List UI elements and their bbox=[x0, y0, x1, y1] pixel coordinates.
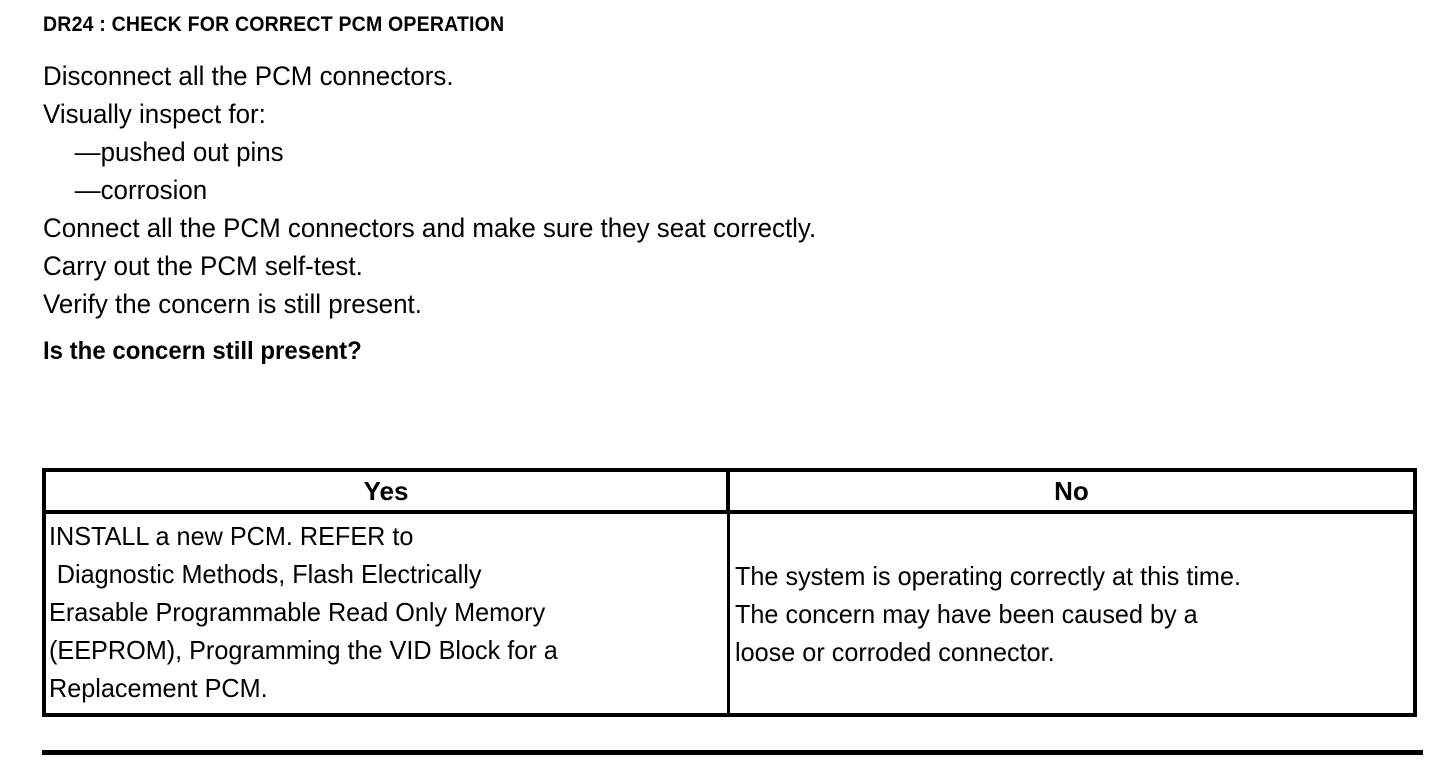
cell-no-action: The system is operating correctly at thi… bbox=[728, 512, 1415, 715]
step-line-bullet: —pushed out pins bbox=[74, 137, 284, 167]
table-header-row: Yes No bbox=[44, 470, 1415, 514]
cell-yes-action: INSTALL a new PCM. REFER to Diagnostic M… bbox=[44, 512, 730, 715]
step-line: Verify the concern is still present. bbox=[43, 289, 422, 319]
cell-text-line: loose or corroded connector. bbox=[734, 636, 1055, 667]
cell-text-line: Diagnostic Methods, Flash Electrically bbox=[56, 559, 482, 589]
step-line: Visually inspect for: bbox=[43, 99, 266, 129]
cell-text-line: Replacement PCM. bbox=[49, 673, 268, 703]
column-header-no: No bbox=[728, 470, 1415, 514]
cell-text-line: (EEPROM), Programming the VID Block for … bbox=[49, 635, 558, 665]
table-row: INSTALL a new PCM. REFER to Diagnostic M… bbox=[44, 512, 1415, 715]
step-line: Carry out the PCM self-test. bbox=[43, 251, 363, 281]
column-header-yes: Yes bbox=[44, 470, 730, 514]
decision-table: Yes No INSTALL a new PCM. REFER to Diagn… bbox=[42, 468, 1417, 717]
footer-divider bbox=[42, 750, 1423, 755]
page-title: DR24 : CHECK FOR CORRECT PCM OPERATION bbox=[43, 13, 505, 36]
decision-question: Is the concern still present? bbox=[43, 337, 362, 365]
cell-text-line: INSTALL a new PCM. REFER to bbox=[49, 521, 414, 551]
step-line: Disconnect all the PCM connectors. bbox=[43, 61, 454, 91]
procedure-steps: Disconnect all the PCM connectors. Visua… bbox=[43, 57, 1413, 370]
step-line-bullet: —corrosion bbox=[74, 175, 208, 205]
cell-text-line: The system is operating correctly at thi… bbox=[734, 560, 1241, 591]
cell-text-line: The concern may have been caused by a bbox=[734, 598, 1198, 629]
cell-text-line: Erasable Programmable Read Only Memory bbox=[49, 597, 546, 627]
step-line: Connect all the PCM connectors and make … bbox=[43, 213, 817, 243]
